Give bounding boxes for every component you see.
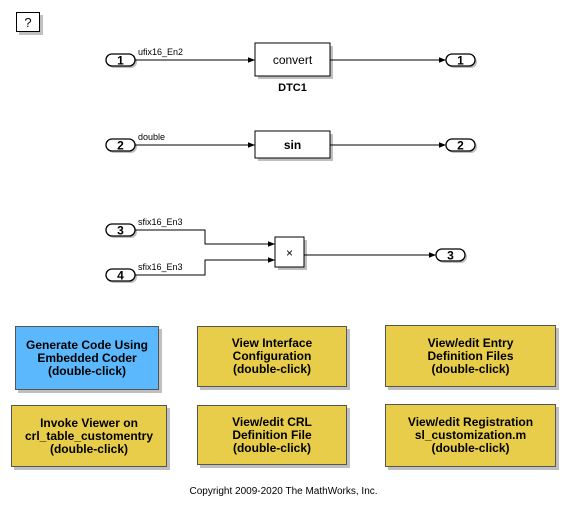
inport-1[interactable]: 1 — [105, 53, 137, 69]
signal-label-double: double — [138, 132, 165, 142]
block-name-dtc1[interactable]: DTC1 — [278, 82, 307, 94]
edit-registration-button[interactable]: View/edit Registration sl_customization.… — [385, 404, 556, 467]
product-block[interactable]: × — [274, 236, 307, 270]
inport-3[interactable]: 3 — [105, 223, 137, 239]
outport-3[interactable]: 3 — [435, 248, 467, 264]
help-button[interactable]: ? — [16, 12, 40, 32]
convert-block[interactable]: convert — [254, 42, 333, 79]
inport-2[interactable]: 2 — [105, 138, 137, 154]
signal-label-ufix16: ufix16_En2 — [138, 47, 183, 57]
inport-1-number: 1 — [117, 54, 124, 68]
outport-2[interactable]: 2 — [445, 138, 477, 154]
inport-2-number: 2 — [117, 139, 124, 153]
convert-block-label: convert — [273, 53, 313, 67]
multiply-icon: × — [286, 246, 293, 260]
signal-line-3[interactable] — [135, 229, 275, 247]
generate-code-button[interactable]: Generate Code Using Embedded Coder (doub… — [15, 326, 159, 390]
invoke-viewer-button[interactable]: Invoke Viewer on crl_table_customentry (… — [11, 405, 167, 467]
inport-3-number: 3 — [117, 224, 124, 238]
inport-4-number: 4 — [117, 269, 124, 283]
sin-block-label: sin — [284, 138, 301, 152]
sin-block[interactable]: sin — [254, 130, 333, 161]
inport-4[interactable]: 4 — [105, 268, 137, 284]
outport-2-number: 2 — [457, 139, 464, 153]
outport-1-number: 1 — [457, 54, 464, 68]
outport-1[interactable]: 1 — [445, 53, 477, 69]
signal-label-sfix16-a: sfix16_En3 — [138, 217, 183, 227]
signal-line-4[interactable] — [135, 257, 275, 276]
edit-entry-definition-files-button[interactable]: View/edit Entry Definition Files (double… — [385, 325, 556, 387]
outport-3-number: 3 — [447, 249, 454, 263]
edit-crl-definition-file-button[interactable]: View/edit CRL Definition File (double-cl… — [197, 405, 347, 465]
view-interface-configuration-button[interactable]: View Interface Configuration (double-cli… — [197, 326, 347, 387]
copyright-text: Copyright 2009-2020 The MathWorks, Inc. — [189, 486, 378, 497]
signal-label-sfix16-b: sfix16_En3 — [138, 262, 183, 272]
